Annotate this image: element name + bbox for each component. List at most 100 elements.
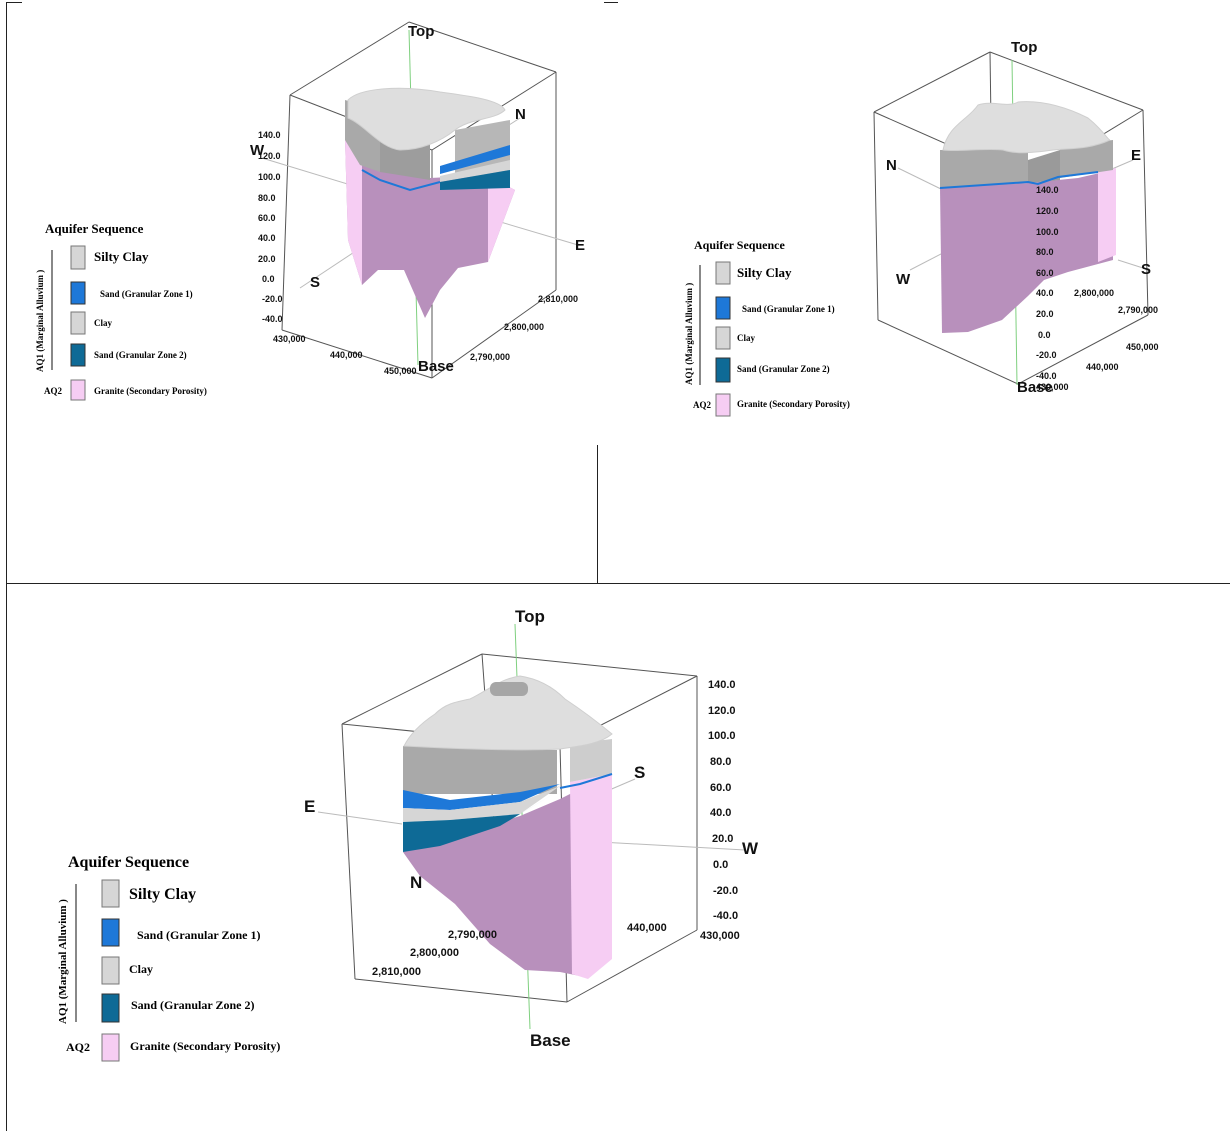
- northing-tick: 2,810,000: [372, 966, 421, 978]
- legend-label: Silty Clay: [129, 886, 196, 903]
- legend-label: Sand (Granular Zone 2): [737, 364, 830, 374]
- elev-tick: 60.0: [258, 213, 276, 223]
- northing-tick: 2,800,000: [1074, 288, 1114, 298]
- elev-tick: 140.0: [1036, 185, 1059, 195]
- elev-tick: 0.0: [262, 274, 275, 284]
- elev-tick: 40.0: [1036, 288, 1054, 298]
- easting-tick: 440,000: [1086, 362, 1119, 372]
- elev-tick: 20.0: [712, 833, 733, 845]
- elev-tick: 20.0: [1036, 309, 1054, 319]
- legend-title: Aquifer Sequence: [68, 854, 189, 871]
- legend-label: Granite (Secondary Porosity): [737, 399, 850, 409]
- elev-tick: 80.0: [1036, 247, 1054, 257]
- elev-tick: 120.0: [258, 151, 281, 161]
- legend-label: Silty Clay: [737, 265, 792, 280]
- easting-tick: 450,000: [384, 366, 417, 376]
- elev-tick: 140.0: [708, 679, 736, 691]
- elev-tick: -20.0: [1036, 350, 1057, 360]
- legend-swatch-granite: [101, 1033, 120, 1062]
- easting-tick: 430,000: [273, 334, 306, 344]
- elev-tick: 0.0: [713, 859, 728, 871]
- legend-swatch-sand-zone2: [715, 357, 731, 383]
- legend-swatch-sand-zone1: [70, 281, 86, 305]
- easting-tick: 440,000: [330, 350, 363, 360]
- legend-swatch-silty-clay: [70, 245, 86, 270]
- frame-left: [6, 2, 7, 1131]
- elev-tick: 120.0: [708, 705, 736, 717]
- orientation-label: Top: [1011, 39, 1037, 56]
- orientation-label: W: [250, 142, 265, 159]
- elev-tick: -40.0: [262, 314, 283, 324]
- legend-label: Silty Clay: [94, 249, 149, 264]
- orientation-label: Base: [1017, 379, 1053, 396]
- legend-label: Clay: [737, 333, 756, 343]
- easting-tick: 450,000: [1126, 342, 1159, 352]
- elev-tick: 0.0: [1038, 330, 1051, 340]
- northing-tick: 2,790,000: [448, 929, 497, 941]
- legend-label: Granite (Secondary Porosity): [130, 1039, 280, 1053]
- legend-group-aq1: AQ1 (Marginal Alluvium ): [35, 270, 45, 372]
- legend-1: Aquifer Sequence AQ1 (Marginal Alluvium …: [35, 221, 207, 401]
- legend-swatch-silty-clay: [715, 261, 731, 285]
- frame-top-right: [604, 2, 618, 3]
- elev-tick: 120.0: [1036, 206, 1059, 216]
- easting-tick: 430,000: [700, 930, 740, 942]
- elev-tick: 80.0: [710, 756, 731, 768]
- elev-tick: -40.0: [713, 910, 738, 922]
- legend-group-aq2: AQ2: [693, 400, 712, 410]
- orientation-label: Top: [515, 607, 545, 626]
- orientation-label: Base: [418, 358, 454, 375]
- legend-label: Clay: [129, 962, 153, 976]
- easting-tick: 440,000: [627, 922, 667, 934]
- orientation-label: E: [575, 237, 585, 254]
- legend-group-aq1: AQ1 (Marginal Alluvium ): [57, 899, 69, 1024]
- legend-group-aq2: AQ2: [66, 1040, 90, 1054]
- legend-swatch-clay: [715, 326, 731, 350]
- northing-tick: 2,800,000: [504, 322, 544, 332]
- panel-view-3: 140.0 120.0 100.0 80.0 60.0 40.0 20.0 0.…: [0, 584, 1230, 1131]
- model-view-2: 140.0 120.0 100.0 80.0 60.0 40.0 20.0 0.…: [684, 39, 1159, 417]
- legend-label: Granite (Secondary Porosity): [94, 386, 207, 396]
- legend-group-aq1: AQ1 (Marginal Alluvium ): [684, 283, 694, 385]
- orientation-label: S: [1141, 261, 1151, 278]
- legend-swatch-granite: [715, 393, 731, 417]
- frame-top-left: [6, 2, 22, 3]
- northing-tick: 2,790,000: [470, 352, 510, 362]
- frame-middle-horizontal: [6, 583, 1230, 584]
- legend-label: Clay: [94, 318, 113, 328]
- elev-tick: 40.0: [710, 807, 731, 819]
- orientation-label: S: [634, 763, 645, 782]
- elev-tick: 100.0: [1036, 227, 1059, 237]
- legend-label: Sand (Granular Zone 2): [131, 998, 254, 1012]
- legend-group-aq2: AQ2: [44, 386, 63, 396]
- elev-tick: 40.0: [258, 233, 276, 243]
- orientation-label: W: [742, 839, 759, 858]
- legend-swatch-sand-zone2: [70, 343, 86, 367]
- legend-title: Aquifer Sequence: [694, 238, 785, 252]
- frame-middle-vertical: [597, 445, 598, 583]
- orientation-label: E: [1131, 147, 1141, 164]
- legend-swatch-clay: [101, 956, 120, 985]
- northing-tick: 2,800,000: [410, 947, 459, 959]
- elev-tick: -40.0: [1036, 371, 1057, 381]
- orientation-label: N: [886, 157, 897, 174]
- legend-label: Sand (Granular Zone 1): [137, 928, 260, 942]
- orientation-label: W: [896, 271, 911, 288]
- legend-label: Sand (Granular Zone 1): [100, 289, 193, 299]
- orientation-label: N: [515, 106, 526, 123]
- northing-tick: 2,790,000: [1118, 305, 1158, 315]
- elevation-ticks-1: 140.0 120.0 100.0 80.0 60.0 40.0 20.0 0.…: [258, 130, 283, 324]
- model-view-1: 140.0 120.0 100.0 80.0 60.0 40.0 20.0 0.…: [35, 21, 585, 401]
- legend-swatch-granite: [70, 379, 86, 401]
- legend-swatch-silty-clay: [101, 879, 120, 908]
- orientation-label: S: [310, 274, 320, 291]
- legend-title: Aquifer Sequence: [45, 221, 144, 236]
- legend-label: Sand (Granular Zone 1): [742, 304, 835, 314]
- northing-tick: 2,810,000: [538, 294, 578, 304]
- elev-tick: 80.0: [258, 193, 276, 203]
- legend-3: Aquifer Sequence AQ1 (Marginal Alluvium …: [57, 854, 280, 1062]
- legend-label: Sand (Granular Zone 2): [94, 350, 187, 360]
- elev-tick: 60.0: [1036, 268, 1054, 278]
- elev-tick: 100.0: [258, 172, 281, 182]
- legend-2: Aquifer Sequence AQ1 (Marginal Alluvium …: [684, 238, 850, 417]
